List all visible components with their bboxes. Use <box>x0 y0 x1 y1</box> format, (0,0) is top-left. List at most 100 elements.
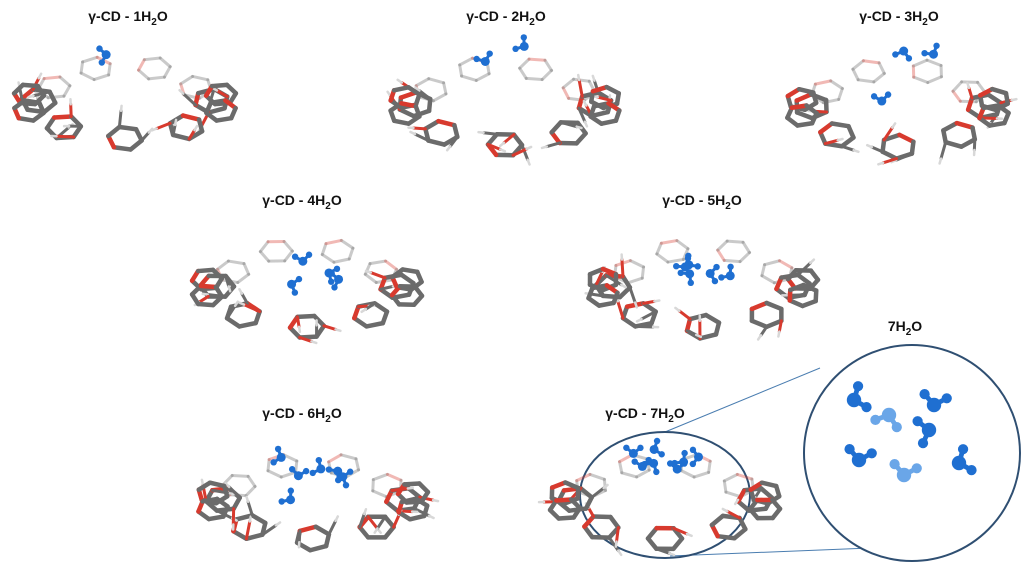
ring-bond <box>244 532 265 542</box>
substituent-bond <box>298 335 314 343</box>
ring-bond <box>297 524 319 534</box>
ring-bond <box>735 499 752 513</box>
hydrogen-bond-stick <box>310 340 318 345</box>
water-hydrogen <box>919 388 930 400</box>
water-hydrogen <box>866 448 877 459</box>
ring-bond <box>659 239 679 245</box>
substituent-bond <box>215 88 229 99</box>
substituent-bond <box>260 523 278 537</box>
water-hydrogen <box>687 279 694 287</box>
ring-bond <box>282 453 299 463</box>
ring-bond <box>926 75 943 85</box>
water-hydrogen <box>673 262 680 270</box>
substituent-bond <box>225 304 237 320</box>
water-hydrogen <box>96 45 103 52</box>
ring-bond <box>738 251 752 264</box>
ring-bond <box>796 86 816 95</box>
ring-bond <box>941 120 960 133</box>
water-hydrogen <box>870 93 878 100</box>
ring-bond <box>282 240 294 253</box>
ring-bond <box>604 84 622 96</box>
ring-bond <box>371 489 388 499</box>
ring-bond <box>419 489 431 504</box>
ring-bond <box>147 75 166 81</box>
ring-bond <box>162 65 172 79</box>
hydrogen-bond-stick <box>685 532 693 538</box>
water-hydrogen <box>274 445 282 453</box>
ring-bond <box>872 71 886 84</box>
hydrogen-bond-stick <box>1010 97 1018 102</box>
water-oxygen <box>881 407 897 423</box>
water-hydrogen <box>911 463 922 474</box>
hydrogen-bond-stick <box>245 495 250 504</box>
ring-bond <box>415 269 424 285</box>
zoom-line-top <box>664 367 821 433</box>
ring-bond <box>142 56 162 62</box>
substituent-bond <box>482 131 499 136</box>
water-oxygen <box>628 448 638 458</box>
water-hydrogen <box>681 449 688 457</box>
water-hydrogen <box>711 277 719 285</box>
substituent-bond <box>615 526 620 544</box>
zoom-label: 7H2O <box>887 318 923 338</box>
cyclodextrin-molecule-2 <box>386 34 622 166</box>
ring-bond <box>474 72 491 82</box>
ring-bond <box>877 61 886 75</box>
ring-bond <box>724 490 742 499</box>
panel-label-6: γ-CD - 6H2O <box>262 405 342 425</box>
hydrogen-bond-stick <box>695 333 703 339</box>
hydrogen-bond-stick <box>193 124 199 132</box>
substituent-bond <box>641 299 656 305</box>
hydrogen-bond-stick <box>414 86 421 92</box>
water-oxygen <box>899 46 909 56</box>
ring-bond <box>851 59 865 71</box>
ring-bond <box>943 139 964 149</box>
ring-bond <box>591 514 613 520</box>
ring-bond <box>549 120 563 135</box>
ring-bond <box>897 132 916 144</box>
ring-bond <box>426 138 447 147</box>
substituent-bond <box>448 135 459 148</box>
water-oxygen <box>287 279 297 289</box>
ring-bond <box>620 471 639 479</box>
water-hydrogen <box>645 456 652 464</box>
water-oxygen <box>649 444 659 454</box>
ring-bond <box>527 57 547 62</box>
ring-bond <box>722 479 728 494</box>
substituent-bond <box>375 515 387 530</box>
water-hydrogen <box>718 274 725 281</box>
ring-bond <box>600 266 619 277</box>
ring-bond <box>258 250 271 263</box>
substituent-bond <box>187 128 197 141</box>
ring-bond <box>307 543 329 553</box>
substituent-bond <box>502 133 516 145</box>
ring-bond <box>436 118 457 128</box>
water-oxygen <box>276 452 286 462</box>
water-hydrogen <box>328 270 335 277</box>
substituent-bond <box>171 123 177 137</box>
substituent-bond <box>633 324 655 329</box>
ring-bond <box>582 514 596 529</box>
hydrogen-bond-stick <box>201 292 209 296</box>
cyclodextrin-molecule-5 <box>584 239 821 341</box>
substituent-bond <box>604 273 623 287</box>
ring-bond <box>839 135 856 149</box>
ring-bond <box>543 58 554 72</box>
hydrogen-bond-stick <box>477 130 485 134</box>
water-hydrogen <box>912 416 923 427</box>
ring-bond <box>707 459 712 474</box>
ring-bond <box>954 120 975 130</box>
ring-bond <box>808 268 821 283</box>
hydrogen-bond-stick <box>617 549 623 557</box>
panel-label-4: γ-CD - 4H2O <box>262 192 342 212</box>
substituent-bond <box>594 270 604 287</box>
ring-bond <box>976 80 987 94</box>
ring-bond <box>856 78 876 84</box>
water-hydrogen <box>666 460 674 467</box>
substituent-bond <box>358 512 366 529</box>
ring-bond <box>778 259 794 270</box>
ring-bond <box>725 239 745 244</box>
substituent-bond <box>759 325 769 337</box>
ring-bond <box>399 496 419 505</box>
ring-bond <box>578 486 594 500</box>
